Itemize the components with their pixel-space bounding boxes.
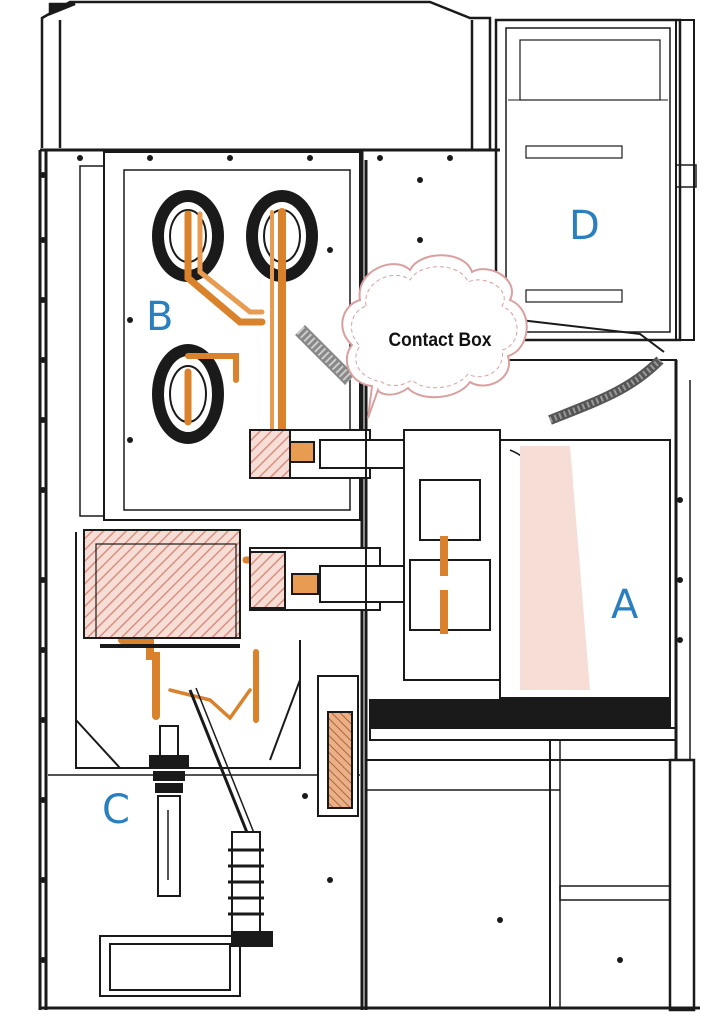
cable-connection-box	[83, 529, 241, 648]
upper-contact-spout	[249, 429, 421, 500]
copper-busbars	[118, 208, 334, 723]
frame-bolts	[40, 155, 683, 963]
compartment-b-label: B	[146, 294, 174, 340]
cable-termination-insulator	[99, 725, 241, 997]
surge-arrester	[188, 687, 273, 947]
compartment-b	[79, 151, 361, 521]
compartment-a-label: A	[611, 582, 639, 628]
voltage-indicator-device	[317, 675, 359, 817]
compartment-c-label: C	[102, 787, 130, 833]
compartment-a	[365, 359, 696, 1012]
contact-box-callout	[341, 254, 528, 419]
compartment-d	[494, 18, 697, 342]
wiring-conduit	[295, 319, 665, 425]
roof-section	[40, 0, 492, 150]
contact-box-callout-text: Contact Box	[388, 330, 492, 351]
compartment-d-label: D	[569, 203, 600, 249]
